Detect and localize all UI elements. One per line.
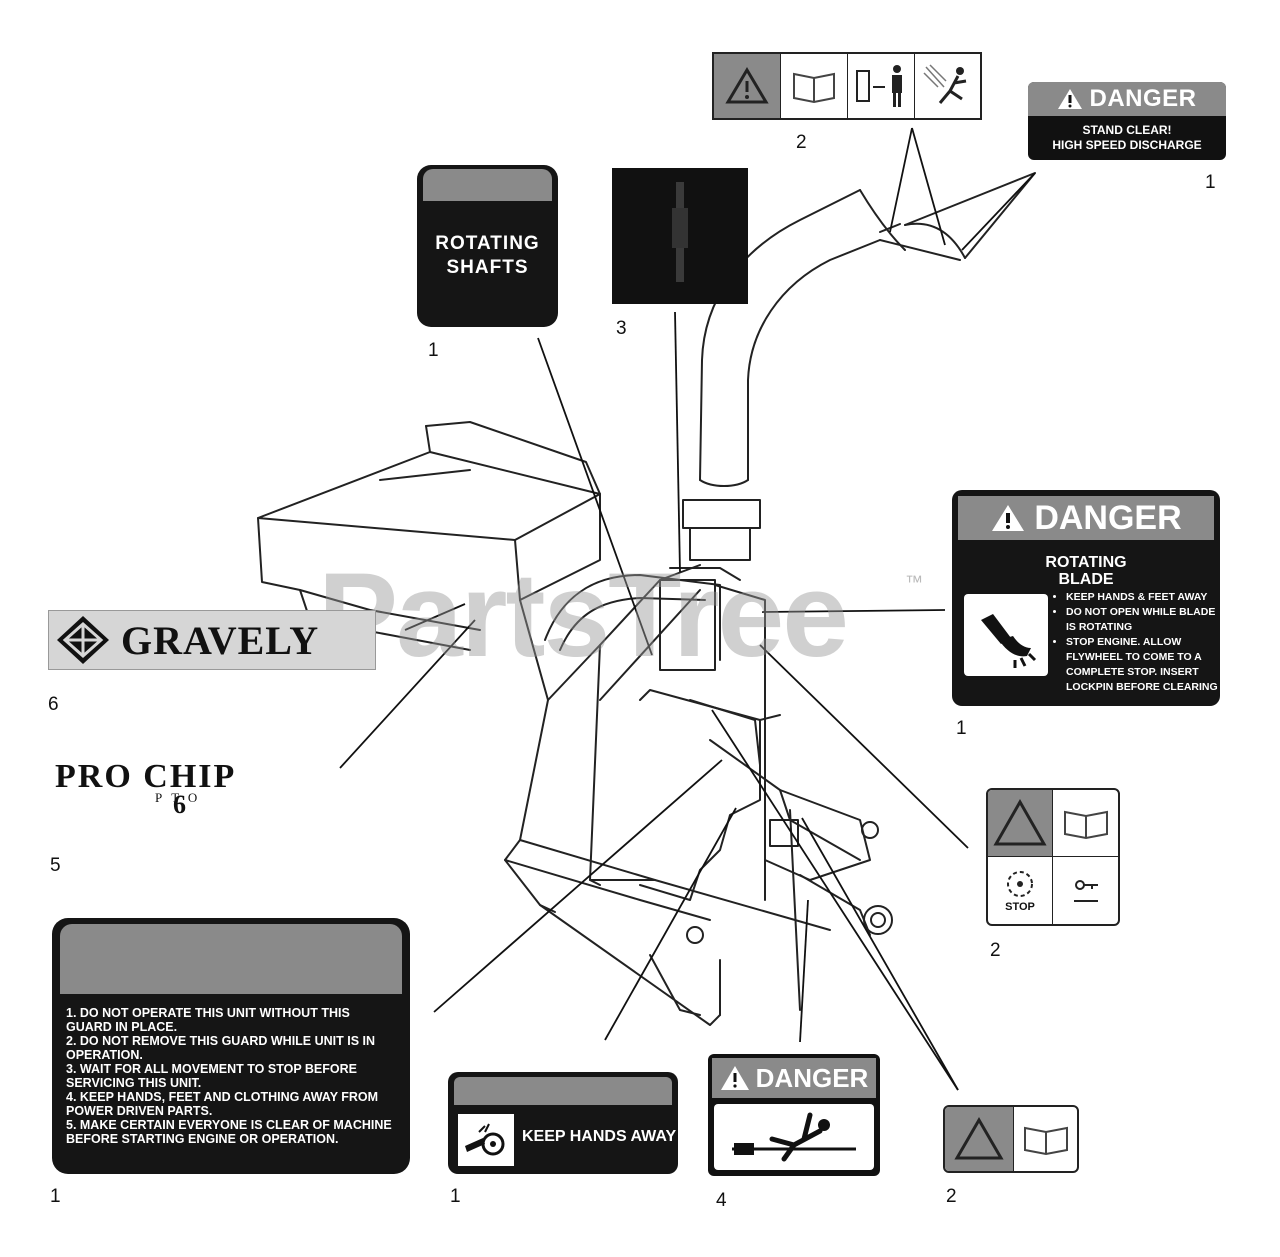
stand-clear-person-icon (848, 54, 915, 118)
stop-pictogram-decal: STOP (986, 788, 1120, 926)
pictogram-decal-bottom (943, 1105, 1079, 1173)
watermark: PartsTree (318, 548, 849, 682)
rotating-shafts-line-1: ROTATING (435, 233, 540, 254)
warning-instruction: 5. MAKE CERTAIN EVERYONE IS CLEAR OF MAC… (66, 1118, 392, 1146)
pro-chip-sub: PTO (155, 790, 207, 805)
warning-triangle-icon (1058, 89, 1083, 109)
pro-chip-decal: PRO CHIP PTO 6 (55, 758, 335, 819)
callout-number: 5 (50, 855, 61, 876)
danger-rotating-blade-decal: DANGER ROTATING BLADE KEEP HANDS & FEET … (952, 490, 1220, 706)
callout-number: 2 (990, 940, 1001, 961)
stop-label: STOP (1005, 900, 1035, 913)
diamond-logo-icon (57, 616, 109, 664)
danger-header: DANGER (712, 1058, 876, 1098)
callout-number: 6 (48, 694, 59, 715)
callout-number: 1 (1205, 172, 1216, 193)
keep-hands-text: KEEP HANDS AWAY (522, 1128, 677, 1145)
callout-number: 1 (428, 340, 439, 361)
thrown-debris-icon (915, 54, 980, 118)
hand-pinch-icon (458, 1114, 514, 1166)
hitch-frame (649, 739, 893, 1016)
vertical-symbol-icon (672, 182, 688, 282)
manual-book-icon (1014, 1107, 1077, 1171)
gravely-brand-text: GRAVELY (121, 617, 320, 663)
callout-number: 1 (50, 1186, 61, 1207)
danger-header: DANGER (958, 496, 1214, 540)
key-icon (1053, 857, 1118, 924)
keep-hands-away-decal: KEEP HANDS AWAY (448, 1072, 678, 1174)
callout-number: 4 (716, 1190, 727, 1211)
warning-instruction: 1. DO NOT OPERATE THIS UNIT WITHOUT THIS… (66, 1006, 350, 1034)
danger-entanglement-decal: DANGER (708, 1054, 880, 1176)
danger-line-2: HIGH SPEED DISCHARGE (1052, 138, 1202, 152)
blade-instructions-list: KEEP HANDS & FEET AWAY DO NOT OPEN WHILE… (1056, 590, 1222, 695)
danger-stand-clear-decal: DANGER STAND CLEAR! HIGH SPEED DISCHARGE (1028, 82, 1226, 160)
callout-number: 2 (946, 1186, 957, 1207)
manual-book-icon (1053, 790, 1118, 857)
rotating-shafts-decal: ROTATING SHAFTS (417, 165, 558, 327)
warning-instruction: 3. WAIT FOR ALL MOVEMENT TO STOP BEFORE … (66, 1062, 357, 1090)
chipper-housing (504, 499, 831, 1026)
callout-number: 1 (450, 1186, 461, 1207)
discharge-tube (699, 172, 1036, 487)
dark-vertical-decal (612, 168, 748, 304)
flywheel-icon (1007, 870, 1033, 897)
pro-chip-model: 6 (173, 790, 186, 819)
manual-book-icon (781, 54, 848, 118)
danger-header: DANGER (1028, 82, 1226, 116)
entangled-person-icon (714, 1104, 874, 1170)
gravely-logo-decal: GRAVELY (48, 610, 376, 670)
callout-number: 2 (796, 132, 807, 153)
blade-title-2: BLADE (1058, 571, 1114, 588)
warning-instructions-list: 1. DO NOT OPERATE THIS UNIT WITHOUT THIS… (66, 1006, 398, 1146)
warning-triangle-icon (714, 54, 781, 118)
warning-instruction: 2. DO NOT REMOVE THIS GUARD WHILE UNIT I… (66, 1034, 376, 1062)
stop-engine-cell: STOP (988, 857, 1053, 924)
trademark-mark: ™ (905, 572, 923, 592)
warning-header-band (454, 1077, 672, 1105)
blade-title-1: ROTATING (1045, 554, 1127, 571)
pictogram-decal-top (712, 52, 982, 120)
warning-header-band (423, 169, 552, 201)
rotating-shafts-line-2: SHAFTS (446, 257, 529, 278)
callout-number: 1 (956, 718, 967, 739)
hand-blade-icon (964, 594, 1048, 676)
warning-instruction: 4. KEEP HANDS, FEET AND CLOTHING AWAY FR… (66, 1090, 379, 1118)
blade-instruction: KEEP HANDS & FEET AWAY (1066, 590, 1222, 605)
blade-instruction: STOP ENGINE. ALLOW FLYWHEEL TO COME TO A… (1066, 635, 1222, 695)
blade-instruction: DO NOT OPEN WHILE BLADE IS ROTATING (1066, 605, 1222, 635)
warning-triangle-icon (945, 1107, 1014, 1171)
warning-triangle-icon (992, 505, 1025, 531)
pro-chip-name: PRO CHIP (55, 758, 237, 795)
warning-guard-decal: 1. DO NOT OPERATE THIS UNIT WITHOUT THIS… (52, 918, 410, 1174)
danger-line-1: STAND CLEAR! (1082, 123, 1172, 137)
callout-number: 3 (616, 318, 627, 339)
warning-triangle-icon (988, 790, 1053, 857)
leader-lines (339, 127, 1036, 1091)
warning-header-band (60, 924, 402, 994)
warning-triangle-icon (720, 1066, 749, 1090)
